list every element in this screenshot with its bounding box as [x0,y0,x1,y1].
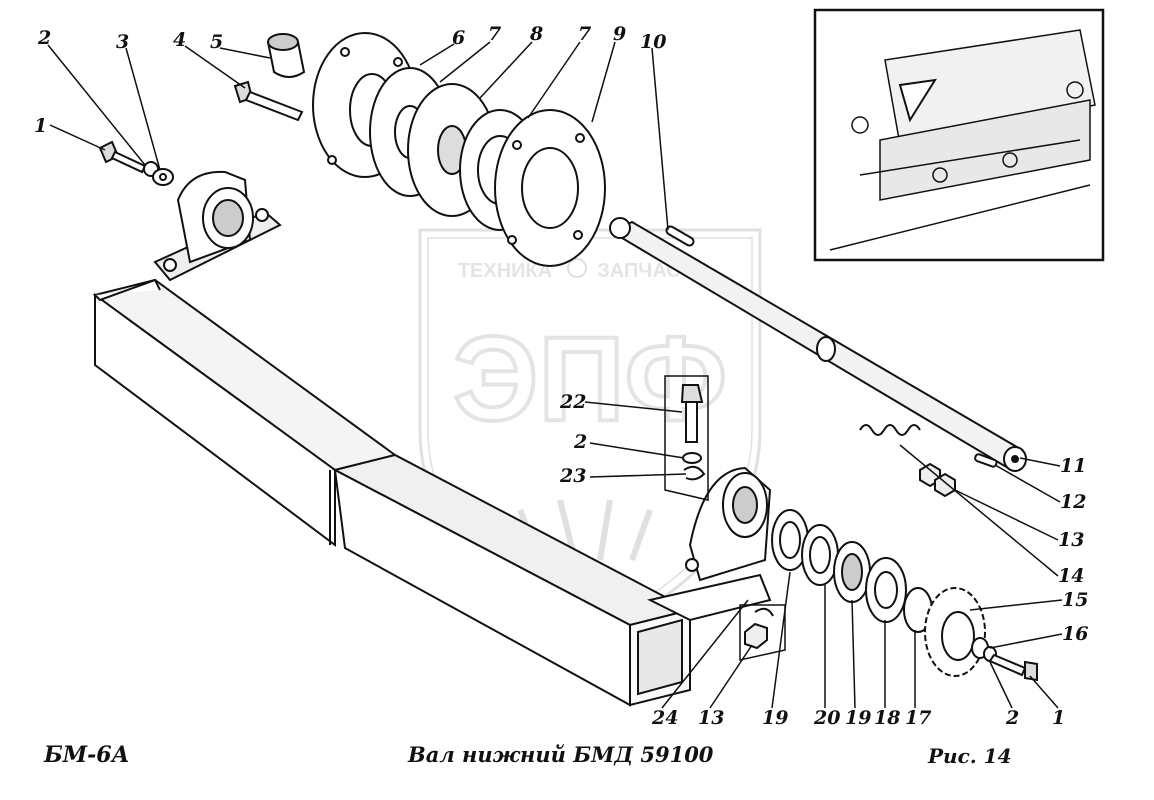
frame-beam [92,278,772,707]
callout-2: 2 [573,431,587,453]
callout-6: 6 [452,27,465,49]
callout-11: 11 [1060,455,1086,477]
callout-17: 17 [905,707,931,729]
callout-22: 22 [559,391,586,413]
callout-5: 5 [210,31,223,53]
leader-lines [47,41,1063,709]
callout-9: 9 [613,23,626,45]
callout-8: 8 [529,23,543,45]
watermark-logo-letters: ЭПФ [453,312,727,446]
callout-1: 1 [34,115,47,137]
callout-7: 7 [578,23,591,45]
callout-1: 1 [1052,707,1065,729]
callout-12: 12 [1060,491,1086,513]
callout-13: 13 [698,707,724,729]
inset-overview [813,8,1105,262]
lower-parts [739,424,1038,682]
callout-7: 7 [488,23,501,45]
callout-14: 14 [1058,565,1084,587]
callout-13: 13 [1058,529,1084,551]
callout-2: 2 [37,27,51,49]
bearing-housing-upper [153,170,282,282]
callout-24: 24 [651,707,678,729]
caption-title: Вал нижний БМД 59100 [408,742,714,767]
callout-19: 19 [845,707,871,729]
callout-2: 2 [1005,707,1019,729]
callout-18: 18 [874,707,900,729]
bolt-group-22 [664,375,709,501]
callouts: 1 2 3 4 5 6 7 8 7 9 10 11 12 13 14 15 16… [34,23,1088,729]
callout-10: 10 [640,31,666,53]
callout-15: 15 [1062,589,1088,611]
upper-parts [98,32,606,267]
caption-model: БМ-6А [44,742,130,768]
callout-19: 19 [762,707,788,729]
callout-3: 3 [116,31,129,53]
callout-4: 4 [173,29,186,51]
callout-23: 23 [559,465,586,487]
callout-16: 16 [1062,623,1088,645]
callout-20: 20 [813,707,840,729]
watermark-text-left: ТЕХНИКА [458,260,552,282]
shaft [609,217,1027,472]
bearing-housing-lower [685,466,772,582]
caption-figure: Рис. 14 [928,744,1012,768]
